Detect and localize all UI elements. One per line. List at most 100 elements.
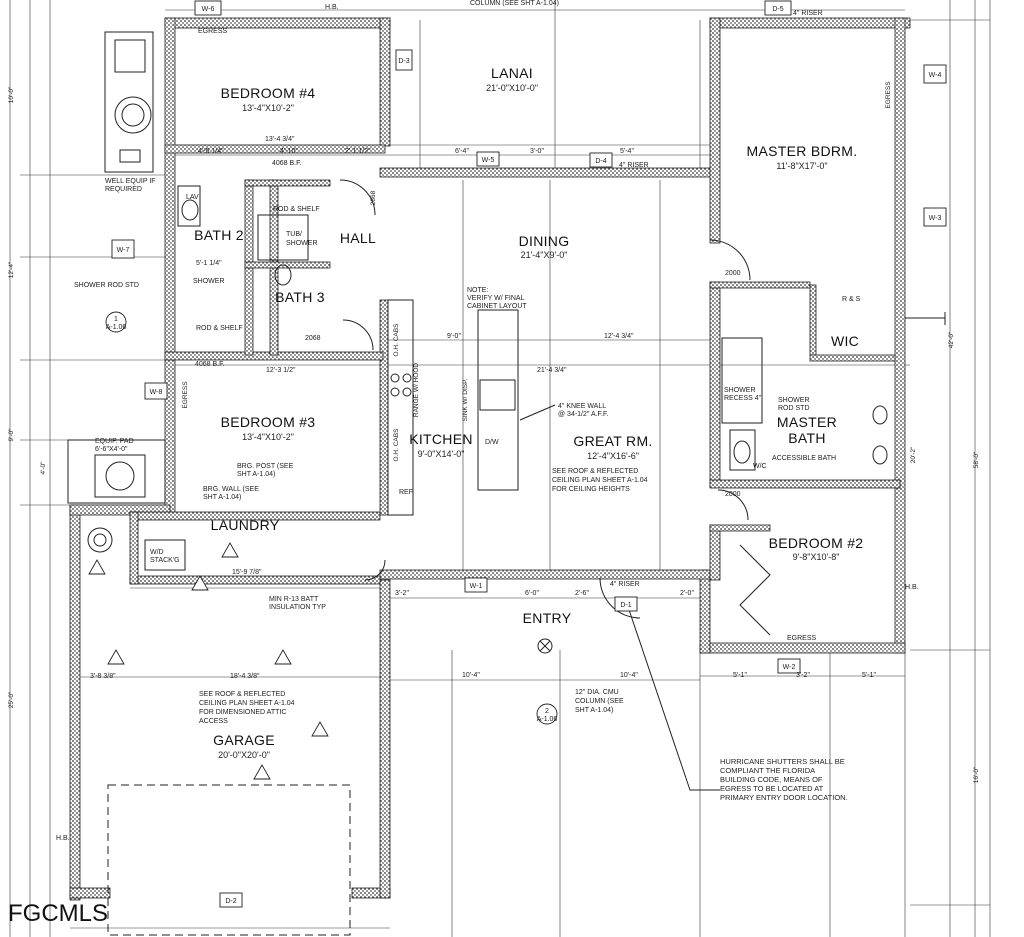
egress-label-bed2: EGRESS bbox=[787, 635, 817, 642]
master-bath-name: MASTER bbox=[777, 414, 837, 430]
kitchen-name: KITCHEN bbox=[409, 431, 473, 447]
dim-entry-2: 2'-6" bbox=[575, 590, 589, 597]
shower-rod2-2: ROD STD bbox=[778, 405, 810, 412]
tag-d3: D-3 bbox=[398, 58, 409, 65]
dim-mid-4: 5'-1 1/4" bbox=[196, 260, 222, 267]
well-note-1: WELL EQUIP IF bbox=[105, 178, 156, 185]
brg-wall-2: SHT A-1.04) bbox=[203, 494, 241, 501]
bath2-name: BATH 2 bbox=[194, 227, 244, 243]
see-roof-garage-1: SEE ROOF & REFLECTED bbox=[199, 691, 285, 698]
door-2000-master: 2000 bbox=[725, 270, 741, 277]
see-roof-garage-3: FOR DIMENSIONED ATTIC bbox=[199, 709, 286, 716]
dim-entry-0: 3'-2" bbox=[395, 590, 409, 597]
rod-shelf-bath2: ROD & SHELF bbox=[273, 206, 320, 213]
tag-w7: W-7 bbox=[117, 247, 130, 254]
hb-label-right: H.B. bbox=[905, 584, 919, 591]
bedroom2-size: 9'-8"X10'-8" bbox=[793, 552, 840, 562]
hb-label-garage: H.B. bbox=[56, 835, 70, 842]
tag-d5: D-5 bbox=[772, 6, 783, 13]
verify-note-3: CABINET LAYOUT bbox=[467, 303, 527, 310]
shower-recess-2: RECESS 4" bbox=[724, 395, 762, 402]
dim-bottom-3: 3'-2" bbox=[796, 672, 810, 679]
tag-texts: W-6 D-5 D-3 W-5 D-4 W-4 W-3 W-7 W-8 W-1 … bbox=[106, 6, 942, 905]
dim-left-3: 4'-0" bbox=[40, 461, 47, 475]
egress-bed3: EGRESS bbox=[182, 381, 189, 409]
dim-left-1: 12'-4" bbox=[8, 261, 15, 278]
lav-label: LAV bbox=[186, 194, 199, 201]
dim-mid-0: 12'-3 1/2" bbox=[266, 367, 296, 374]
verify-note-2: VERIFY W/ FINAL bbox=[467, 295, 525, 302]
hurricane-4: EGRESS TO BE LOCATED AT bbox=[720, 784, 824, 793]
dim-bottom-1: 10'-4" bbox=[620, 672, 638, 679]
kitchen-size: 9'-0"X14'-0" bbox=[418, 449, 465, 459]
dimension-texts: 13'-4 3/4" 4'-5 1/4" 4'-10" 2'-1 1/2" 6'… bbox=[8, 86, 980, 783]
bedroom3-size: 13'-4"X10'-2" bbox=[242, 432, 294, 442]
section-1-num: 1 bbox=[114, 316, 118, 323]
accessible-bath: ACCESSIBLE BATH bbox=[772, 455, 836, 462]
entry-name: ENTRY bbox=[523, 610, 572, 626]
egress-label-bed4: EGRESS bbox=[198, 28, 228, 35]
bedroom4-name: BEDROOM #4 bbox=[221, 85, 316, 101]
verify-note-1: NOTE: bbox=[467, 287, 488, 294]
dim-entry-1: 6'-0" bbox=[525, 590, 539, 597]
dim-mid-2: 9'-0" bbox=[447, 333, 461, 340]
see-roof-great-3: FOR CEILING HEIGHTS bbox=[552, 486, 630, 493]
dining-size: 21'-4"X9'-0" bbox=[521, 250, 568, 260]
bedroom4-size: 13'-4"X10'-2" bbox=[242, 103, 294, 113]
dim-right-1: 58'-0" bbox=[973, 451, 980, 468]
riser-lanai: 4" RISER bbox=[619, 162, 649, 169]
fixture-labels: EGRESS EGRESS H.B. H.B. H.B. 4" RISER 4"… bbox=[56, 4, 919, 842]
shower-rod2-1: SHOWER bbox=[778, 397, 810, 404]
bedroom2-name: BEDROOM #2 bbox=[769, 535, 864, 551]
dw-label: D/W bbox=[485, 439, 499, 446]
lanai-size: 21'-0"X10'-0" bbox=[486, 83, 538, 93]
dim-top-0: 13'-4 3/4" bbox=[265, 136, 295, 143]
walls bbox=[69, 17, 911, 901]
dim-left-4: 25'-0" bbox=[8, 691, 15, 708]
range-label: RANGE W/ HOOD bbox=[413, 363, 420, 417]
dim-garage-0: 3'-8 3/8" bbox=[90, 673, 116, 680]
tag-d2: D-2 bbox=[225, 898, 236, 905]
door-2068: 2068 bbox=[305, 335, 321, 342]
batt-2: INSULATION TYP bbox=[269, 604, 326, 611]
dim-right-3: 20'-2" bbox=[910, 446, 917, 463]
wd-1: W/D bbox=[150, 549, 164, 556]
ref-label: REF bbox=[399, 489, 413, 496]
see-roof-garage-2: CEILING PLAN SHEET A-1.04 bbox=[199, 700, 295, 707]
door-2000-bath: 2000 bbox=[725, 491, 741, 498]
watermark: FGCMLS bbox=[8, 900, 109, 927]
well-note-2: REQUIRED bbox=[105, 186, 142, 193]
wd-2: STACK'G bbox=[150, 557, 180, 564]
cmu-1: 12" DIA. CMU bbox=[575, 689, 619, 696]
sink-label: SINK W/ DISP. bbox=[462, 378, 469, 421]
tag-w6: W-6 bbox=[202, 6, 215, 13]
hurricane-5: PRIMARY ENTRY DOOR LOCATION. bbox=[720, 793, 848, 802]
dim-entry-3: 2'-0" bbox=[680, 590, 694, 597]
riser-entry: 4" RISER bbox=[610, 581, 640, 588]
tag-w8: W-8 bbox=[150, 389, 163, 396]
dim-bottom-0: 10'-4" bbox=[462, 672, 480, 679]
brg-wall-1: BRG. WALL (SEE bbox=[203, 486, 259, 493]
tag-w1: W-1 bbox=[470, 583, 483, 590]
bath3-name: BATH 3 bbox=[275, 289, 325, 305]
tub-shower-2: SHOWER bbox=[286, 240, 318, 247]
dim-mid-3: 12'-4 3/4" bbox=[604, 333, 634, 340]
brg-post-2: SHT A-1.04) bbox=[237, 471, 275, 478]
door-4068-bed3: 4068 B.F. bbox=[195, 361, 225, 368]
dimension-lines bbox=[9, 0, 991, 937]
hb-label-top: H.B. bbox=[325, 4, 339, 11]
riser-top: 4" RISER bbox=[793, 10, 823, 17]
knee-wall-1: 4" KNEE WALL bbox=[558, 403, 606, 410]
dim-top-4: 6'-4" bbox=[455, 148, 469, 155]
shower-rod-note: SHOWER ROD STD bbox=[74, 282, 139, 289]
dim-mid-1: 21'-4 3/4" bbox=[537, 367, 567, 374]
tag-w3: W-3 bbox=[929, 215, 942, 222]
cmu-3: SHT A-1.04) bbox=[575, 707, 613, 714]
dim-top-1: 4'-5 1/4" bbox=[198, 148, 224, 155]
lanai-name: LANAI bbox=[491, 65, 533, 81]
tag-d1: D-1 bbox=[620, 602, 631, 609]
oh-cabs-upper: O.H. CABS bbox=[393, 323, 400, 357]
dining-name: DINING bbox=[519, 233, 570, 249]
tag-d4: D-4 bbox=[595, 158, 606, 165]
dim-left-2: 9'-0" bbox=[8, 428, 15, 442]
